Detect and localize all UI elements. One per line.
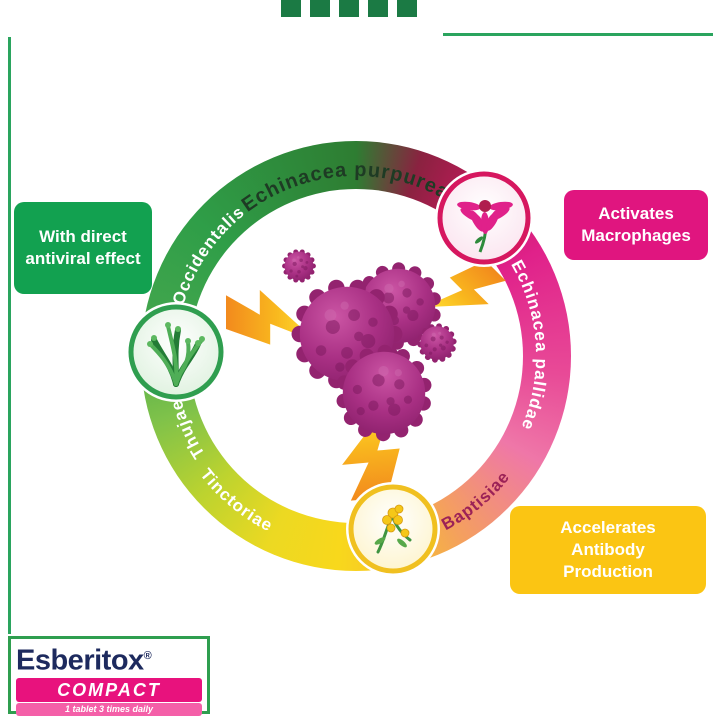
- product-tagline: 1 tablet 3 times daily: [16, 702, 202, 716]
- dash-square: [397, 0, 417, 17]
- dash-square: [339, 0, 359, 17]
- ring-label-occidentalis: Occidentalis: [169, 202, 249, 307]
- virus-icon: [282, 249, 316, 283]
- callout-antiviral: With direct antiviral effect: [14, 202, 152, 294]
- ring-label-thujae: Thujae: [167, 398, 209, 462]
- virus-cluster: [282, 249, 463, 461]
- thuja-branch-icon: [147, 322, 205, 387]
- callout-macrophages: Activates Macrophages: [564, 190, 708, 260]
- dash-square: [310, 0, 330, 17]
- esberitox-logo: Esberitox® COMPACT 1 tablet 3 times dail…: [8, 636, 210, 716]
- dash-square: [281, 0, 301, 17]
- echinacea-node: [435, 169, 533, 267]
- baptisia-node: [346, 482, 440, 576]
- top-dash-decoration: [281, 0, 417, 17]
- ring-label-baptisiae: Baptisiae: [438, 467, 513, 534]
- product-name: COMPACT: [16, 677, 202, 702]
- frame-line-left: [8, 37, 11, 634]
- frame-line-top: [443, 33, 713, 36]
- echinacea-flower-icon: [457, 200, 513, 253]
- registered-mark: ®: [143, 650, 152, 662]
- callout-antibody: Accelerates Antibody Production: [510, 506, 706, 594]
- dash-square: [368, 0, 388, 17]
- ring-label-tinctoriae: Tinctoriae: [196, 465, 276, 535]
- brand-text: Esberitox: [16, 644, 144, 677]
- ring-label-echinacea-purpureae: Echinacea purpureae: [238, 159, 464, 216]
- ring-label-echinacea-pallidae: Echinacea pallidae: [507, 257, 551, 434]
- baptisia-plant-icon: [374, 504, 412, 554]
- thuja-node: [126, 302, 226, 402]
- brand-name: Esberitox®: [16, 640, 202, 678]
